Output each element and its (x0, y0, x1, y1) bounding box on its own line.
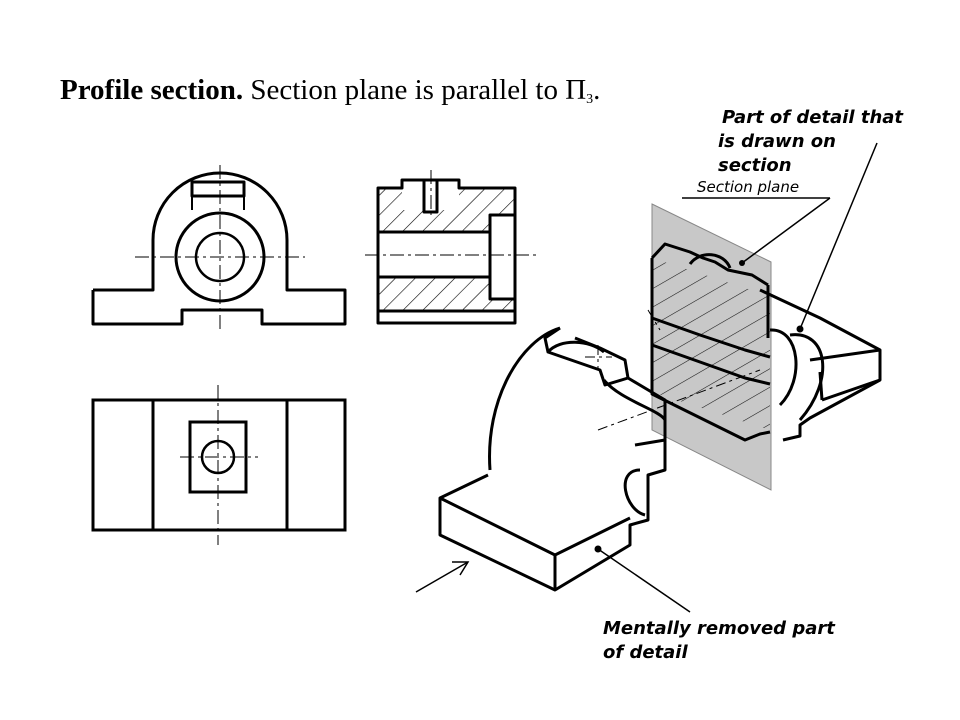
title-end: . (593, 74, 601, 106)
label-part-line2: is drawn on (718, 131, 836, 152)
leader-dot-part (796, 325, 804, 333)
label-part-line3: section (718, 155, 792, 176)
label-part-on-section: Part of detail that is drawn on section (718, 106, 958, 178)
section-part (652, 244, 880, 440)
top-view (93, 400, 345, 530)
leader-lines (598, 143, 877, 612)
title-rest: Section plane is parallel to Π (243, 74, 587, 106)
label-part-line1: Part of detail that (722, 107, 904, 128)
front-view (93, 173, 345, 324)
title-bold: Profile section. (60, 74, 244, 106)
leader-dot-removed (594, 545, 602, 553)
view-direction-arrow (416, 562, 468, 592)
title-subscript: 3 (586, 92, 594, 107)
removed-part-centerlines (585, 310, 760, 430)
label-removed-part: Mentally removed part of detail (603, 617, 903, 665)
front-view-centerlines (135, 165, 305, 330)
label-section-plane: Section plane (697, 178, 800, 196)
label-removed-line2: of detail (603, 642, 688, 663)
side-section-view (365, 170, 540, 323)
label-removed-line1: Mentally removed part (603, 618, 835, 639)
top-view-centerlines (180, 385, 258, 545)
page-title: Profile section. Section plane is parall… (60, 74, 600, 108)
removed-part (440, 328, 665, 590)
leader-dot-plane (739, 260, 745, 266)
